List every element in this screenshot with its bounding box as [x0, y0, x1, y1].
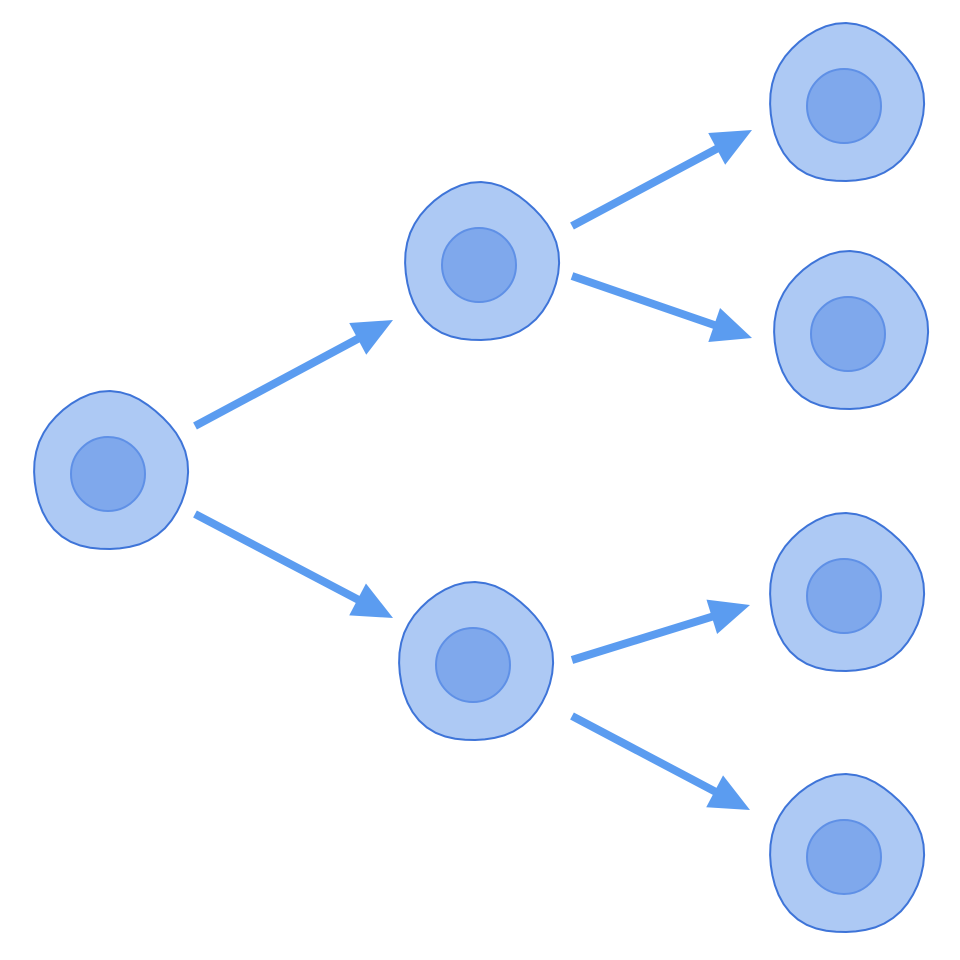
arrowhead — [708, 130, 752, 165]
arrowhead — [349, 583, 393, 618]
arrow-daughter-a-to-granddaughter-a1 — [570, 130, 752, 230]
arrow-daughter-b-to-granddaughter-b1 — [570, 599, 750, 664]
cell-granddaughter-a2 — [773, 249, 930, 411]
arrow-parent-to-daughter-a — [193, 320, 393, 430]
arrow-shaft — [193, 334, 362, 430]
arrowhead — [349, 320, 393, 355]
cell-daughter-a — [404, 180, 561, 342]
cell-granddaughter-a1 — [769, 21, 926, 183]
arrow-daughter-b-to-granddaughter-b2 — [570, 712, 750, 810]
arrow-shaft — [193, 510, 362, 604]
arrow-shaft — [570, 612, 715, 664]
cell-granddaughter-b1 — [769, 511, 926, 673]
cell-nucleus — [806, 819, 882, 895]
cell-nucleus — [806, 558, 882, 634]
cell-nucleus — [435, 627, 511, 703]
cell-nucleus — [70, 436, 146, 512]
arrow-daughter-a-to-granddaughter-a2 — [570, 272, 752, 342]
cell-parent — [33, 389, 190, 551]
arrow-shaft — [570, 144, 721, 230]
cell-nucleus — [806, 68, 882, 144]
cell-nucleus — [810, 296, 886, 372]
cell-granddaughter-b2 — [769, 772, 926, 934]
arrowhead — [706, 775, 750, 810]
cell-daughter-b — [398, 580, 555, 742]
cells — [33, 21, 930, 934]
arrows — [193, 130, 752, 810]
arrow-shaft — [570, 272, 718, 330]
arrow-parent-to-daughter-b — [193, 510, 393, 618]
arrowhead — [708, 307, 752, 342]
arrowhead — [706, 599, 750, 635]
cell-nucleus — [441, 227, 517, 303]
arrow-shaft — [570, 712, 719, 796]
